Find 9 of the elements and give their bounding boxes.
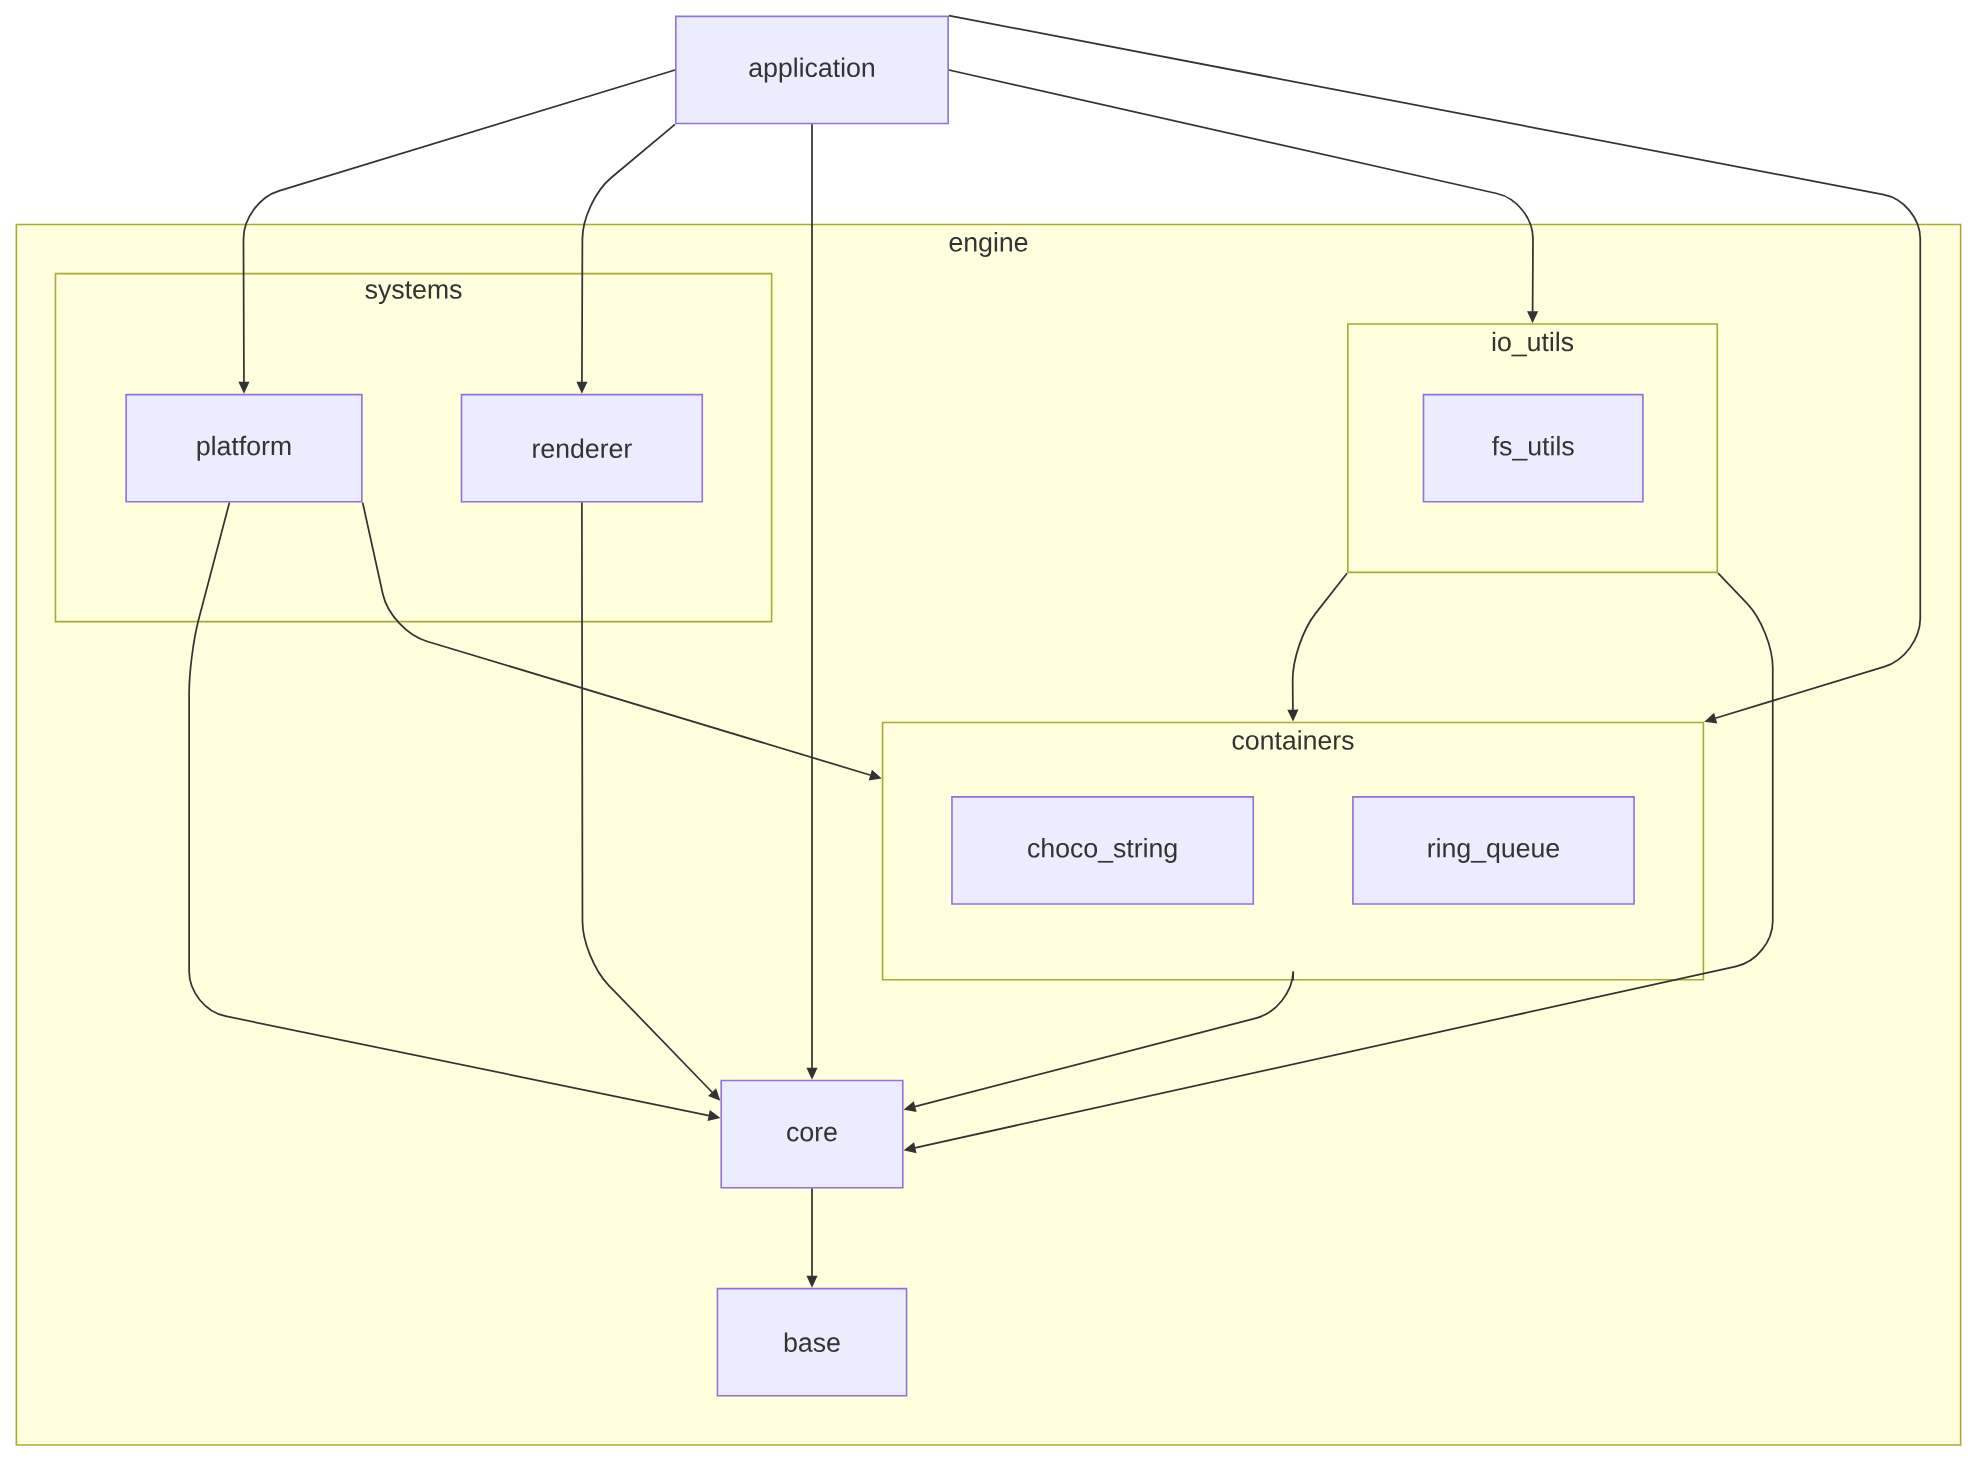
- module-box: fs_utils: [1422, 394, 1644, 503]
- module-box: platform: [125, 394, 363, 503]
- module-box: core: [720, 1079, 904, 1189]
- module-box: base: [716, 1288, 908, 1397]
- module-box: renderer: [460, 394, 704, 503]
- arrow: [948, 14, 1922, 724]
- module-box: choco_string: [951, 796, 1255, 906]
- module-box: application: [675, 15, 949, 125]
- module-box: ring_queue: [1352, 796, 1635, 906]
